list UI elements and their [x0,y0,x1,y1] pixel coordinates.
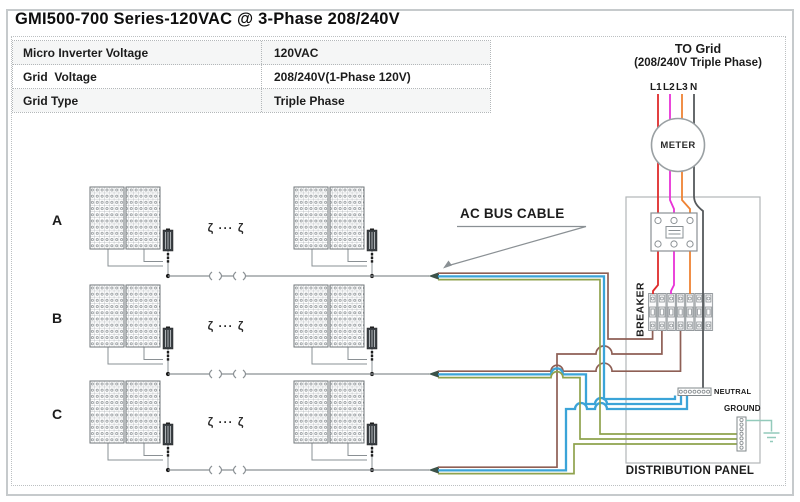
distribution-panel-box [625,196,761,464]
spec-label: Grid Type [13,89,262,112]
meter-circle [650,117,706,173]
ground-wires-green [438,278,737,475]
ac-bus-line [168,271,429,281]
continuation-symbol: ζ ··· ζ [207,221,245,235]
row-c-ground-wire [438,443,737,475]
spec-row: Grid Voltage 208/240V(1-Phase 120V) [13,65,490,89]
distribution-panel-label: DISTRIBUTION PANEL [625,465,755,477]
ac-bus-cable-leader [443,225,587,269]
to-grid-heading: TO Grid (208/240V Triple Phase) [612,42,784,70]
to-grid-line2: (208/240V Triple Phase) [634,56,762,69]
cable-end-connector [428,370,439,378]
pv-row-c [89,380,439,475]
continuation-symbol: ζ ··· ζ [207,415,245,429]
neutral-wires-blue [438,275,689,472]
row-b-ground-wire [438,370,737,440]
cable-end-connector [428,272,439,280]
spec-label: Grid Voltage [13,65,262,88]
cable-break-marks [208,465,247,475]
spec-value: 120VAC [274,45,319,60]
phase-label-l2: L2 [663,82,675,93]
continuation-symbol: ζ ··· ζ [207,319,245,333]
ground-bus-bar [736,416,747,452]
row-label-a: A [51,212,63,228]
neutral-label: NEUTRAL [714,386,752,396]
page-border [6,9,794,496]
ac-bus-line [168,465,429,475]
to-grid-line1: TO Grid [674,42,722,56]
meter-label: METER [660,140,696,151]
cable-break-marks [208,271,247,281]
row-label-c: C [51,406,63,422]
ground-label: GROUND [724,404,761,413]
phase-label-l3: L3 [676,82,688,93]
ac-bus-line [168,369,429,379]
pv-row-a [89,186,439,281]
row-c-neutral-wire [438,395,689,472]
cable-end-connector [428,466,439,474]
spec-label: Micro Inverter Voltage [13,41,262,64]
breaker-label: BREAKER [634,282,647,337]
spec-value: 208/240V(1-Phase 120V) [274,69,411,84]
cable-break-marks [208,369,247,379]
spec-row: Micro Inverter Voltage 120VAC [13,41,490,65]
phase-label-n: N [690,82,698,93]
spec-value: Triple Phase [274,93,345,108]
spec-table: Micro Inverter Voltage 120VAC Grid Volta… [12,40,491,113]
page-title: GMI500-700 Series-120VAC @ 3-Phase 208/2… [15,10,400,28]
inner-dotted-frame [11,36,786,486]
neutral-service-wire [693,94,704,388]
earth-ground-symbol [746,419,780,443]
pv-row-b [89,284,439,379]
neutral-bus-bar [677,387,712,396]
ac-bus-cable-label: AC BUS CABLE [460,206,565,221]
spec-row: Grid Type Triple Phase [13,89,490,112]
row-a-ground-wire [438,278,737,435]
row-label-b: B [51,310,63,326]
leader-arrowhead [443,260,452,269]
row-a-line-wire [438,272,654,340]
main-breaker [650,212,698,252]
row-b-line-wire [438,331,682,373]
l1-wire [652,94,659,294]
phase-label-l1: L1 [650,82,662,93]
